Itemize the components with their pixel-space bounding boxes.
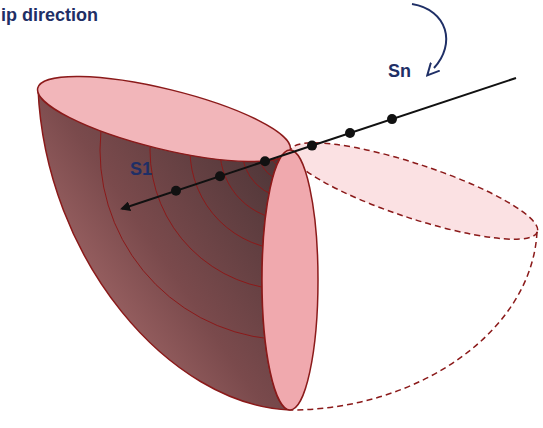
curved-arrow (412, 4, 446, 68)
ghost-outline (282, 125, 543, 410)
front-face (262, 150, 318, 410)
direction-label: ip direction (1, 6, 98, 26)
start-label: S1 (130, 160, 152, 180)
end-label: Sn (388, 62, 411, 82)
slip-line (122, 78, 516, 209)
top-face (31, 59, 298, 179)
